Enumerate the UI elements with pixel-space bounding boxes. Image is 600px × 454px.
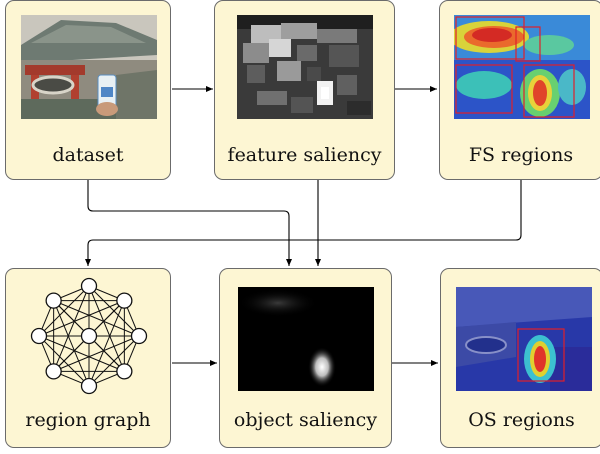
graph-edge	[53, 335, 90, 372]
dataset-node[interactable]: dataset	[5, 0, 171, 180]
graph-vertex	[30, 327, 48, 345]
graph-edge	[53, 300, 90, 387]
dataset-photo	[21, 15, 157, 119]
graph-vertex	[116, 292, 133, 309]
fs-regions-label: FS regions	[468, 144, 574, 166]
graph-vertex	[116, 363, 133, 380]
dataset-label: dataset	[52, 144, 124, 166]
fs-heatmap-icon	[454, 15, 590, 119]
graph-vertex	[130, 327, 148, 345]
graph-vertex	[80, 327, 98, 345]
graph-vertex	[45, 292, 62, 309]
region-graph-node[interactable]: region graph	[5, 268, 171, 448]
graph-edge	[88, 300, 125, 337]
os-heatmap-icon	[456, 287, 592, 391]
complete-graph-icon	[30, 277, 148, 395]
region-graph-label: region graph	[25, 409, 151, 431]
os-regions-node[interactable]: OS regions	[440, 268, 600, 448]
object-saliency-label: object saliency	[233, 409, 378, 431]
fs-regions-node[interactable]: FS regions	[439, 0, 600, 180]
os-regions-label: OS regions	[468, 409, 575, 431]
grayscale-saliency-map-icon	[237, 15, 373, 119]
graph-edge	[88, 335, 125, 372]
feature-saliency-label: feature saliency	[227, 144, 382, 166]
object-saliency-node[interactable]: object saliency	[219, 268, 392, 448]
arrow-fs-regions-to-region-graph	[85, 180, 522, 266]
graph-edge	[53, 300, 140, 337]
graph-edge	[53, 300, 90, 337]
feature-saliency-node[interactable]: feature saliency	[214, 0, 395, 180]
object-saliency-map-icon	[238, 287, 374, 391]
graph-vertex	[80, 277, 98, 295]
graph-vertex	[80, 377, 98, 395]
arrow-dataset-to-object-saliency	[87, 180, 292, 266]
graph-vertex	[45, 363, 62, 380]
